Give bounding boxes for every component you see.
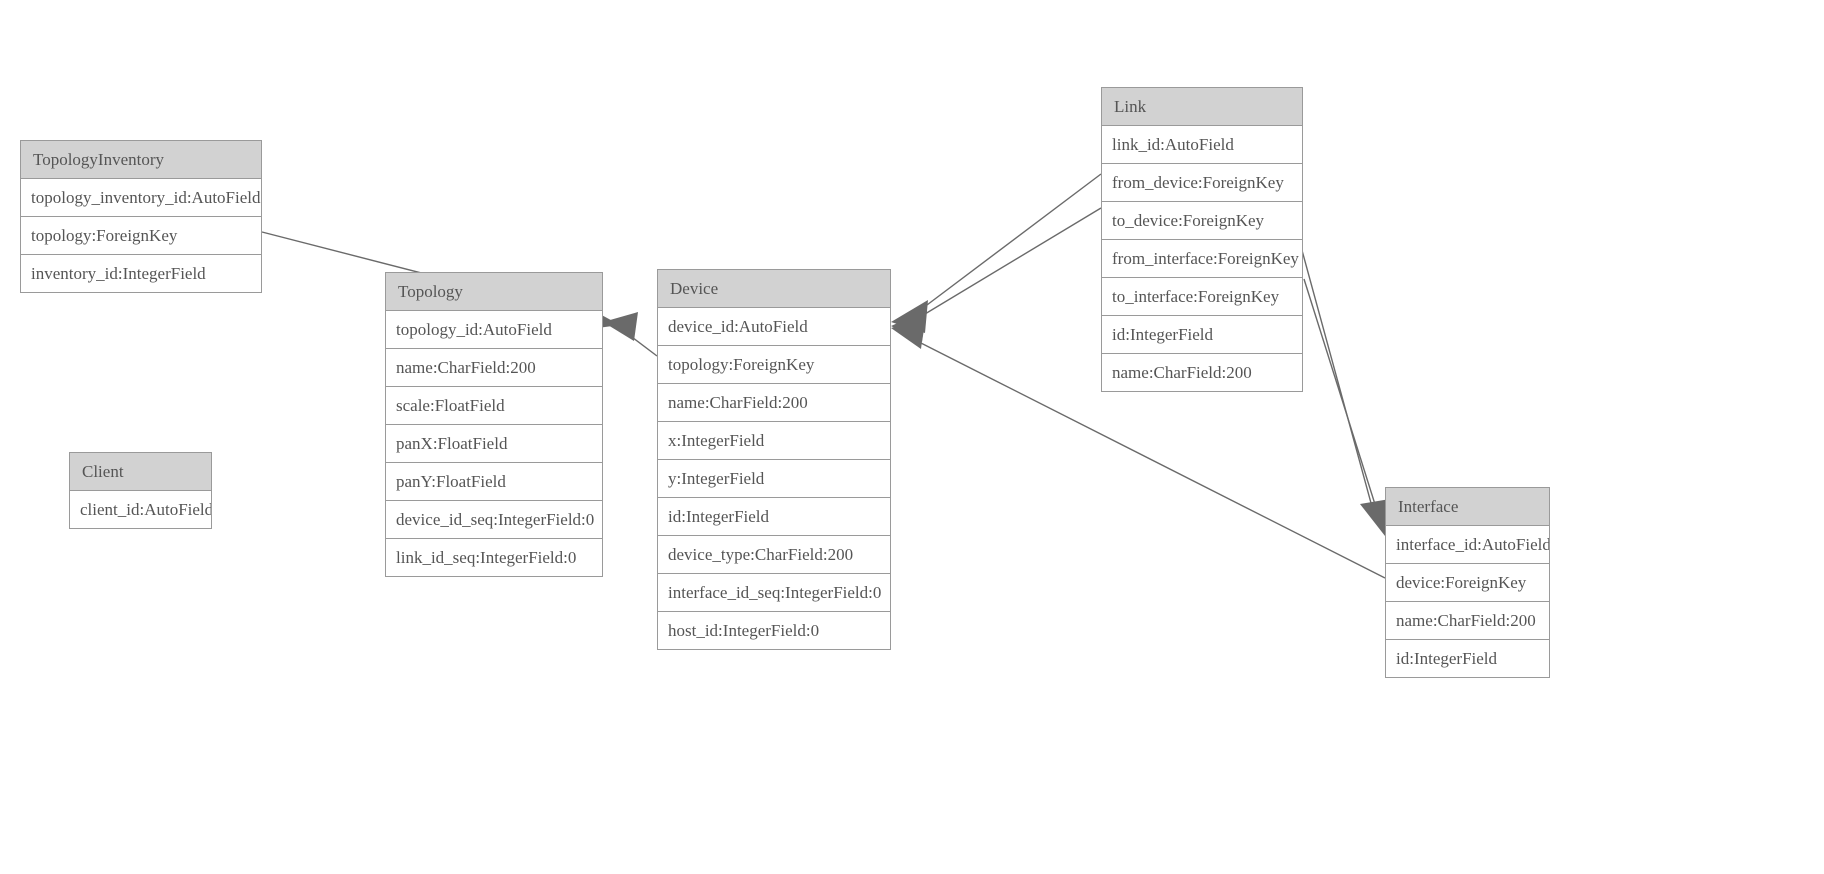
entity-field-row[interactable]: panY:FloatField — [386, 462, 602, 500]
entity-field-row[interactable]: id:IntegerField — [1102, 315, 1302, 353]
entity-field-row[interactable]: id:IntegerField — [1386, 639, 1549, 677]
entity-field-row[interactable]: x:IntegerField — [658, 421, 890, 459]
edge-link-from-interface — [1299, 242, 1375, 515]
entity-field-row[interactable]: device_id:AutoField — [658, 308, 890, 345]
entity-title: Device — [658, 270, 890, 308]
entity-client[interactable]: Client client_id:AutoField — [69, 452, 212, 529]
entity-field-row[interactable]: scale:FloatField — [386, 386, 602, 424]
entity-fields: topology_inventory_id:AutoField topology… — [21, 179, 261, 292]
entity-field-row[interactable]: from_device:ForeignKey — [1102, 163, 1302, 201]
entity-field-row[interactable]: from_interface:ForeignKey — [1102, 239, 1302, 277]
entity-title: Topology — [386, 273, 602, 311]
entity-field-row[interactable]: to_interface:ForeignKey — [1102, 277, 1302, 315]
entity-field-row[interactable]: name:CharField:200 — [1386, 601, 1549, 639]
entity-field-row[interactable]: device:ForeignKey — [1386, 563, 1549, 601]
entity-fields: topology_id:AutoField name:CharField:200… — [386, 311, 602, 576]
entity-field-row[interactable]: link_id:AutoField — [1102, 126, 1302, 163]
entity-field-row[interactable]: name:CharField:200 — [386, 348, 602, 386]
entity-fields: device_id:AutoField topology:ForeignKey … — [658, 308, 890, 649]
entity-field-row[interactable]: topology:ForeignKey — [21, 216, 261, 254]
entity-field-row[interactable]: name:CharField:200 — [658, 383, 890, 421]
entity-field-row[interactable]: id:IntegerField — [658, 497, 890, 535]
entity-field-row[interactable]: topology_inventory_id:AutoField — [21, 179, 261, 216]
entity-title: Interface — [1386, 488, 1549, 526]
entity-title: Client — [70, 453, 211, 491]
entity-fields: interface_id:AutoField device:ForeignKey… — [1386, 526, 1549, 677]
entity-field-row[interactable]: host_id:IntegerField:0 — [658, 611, 890, 649]
edge-device-topology — [603, 312, 658, 357]
edge-link-to-interface — [1303, 278, 1390, 536]
entity-topology-inventory[interactable]: TopologyInventory topology_inventory_id:… — [20, 140, 262, 293]
entity-title: Link — [1102, 88, 1302, 126]
entity-title: TopologyInventory — [21, 141, 261, 179]
entity-field-row[interactable]: inventory_id:IntegerField — [21, 254, 261, 292]
entity-field-row[interactable]: interface_id_seq:IntegerField:0 — [658, 573, 890, 611]
entity-field-row[interactable]: name:CharField:200 — [1102, 353, 1302, 391]
edge-link-from-device — [891, 173, 1102, 333]
entity-fields: link_id:AutoField from_device:ForeignKey… — [1102, 126, 1302, 391]
entity-field-row[interactable]: panX:FloatField — [386, 424, 602, 462]
entity-field-row[interactable]: client_id:AutoField — [70, 491, 211, 528]
entity-fields: client_id:AutoField — [70, 491, 211, 528]
entity-field-row[interactable]: link_id_seq:IntegerField:0 — [386, 538, 602, 576]
entity-topology[interactable]: Topology topology_id:AutoField name:Char… — [385, 272, 603, 577]
entity-field-row[interactable]: topology_id:AutoField — [386, 311, 602, 348]
entity-device[interactable]: Device device_id:AutoField topology:Fore… — [657, 269, 891, 650]
entity-field-row[interactable]: topology:ForeignKey — [658, 345, 890, 383]
entity-link[interactable]: Link link_id:AutoField from_device:Forei… — [1101, 87, 1303, 392]
edge-link-to-device — [891, 207, 1102, 342]
entity-field-row[interactable]: y:IntegerField — [658, 459, 890, 497]
entity-interface[interactable]: Interface interface_id:AutoField device:… — [1385, 487, 1550, 678]
entity-field-row[interactable]: device_id_seq:IntegerField:0 — [386, 500, 602, 538]
entity-field-row[interactable]: interface_id:AutoField — [1386, 526, 1549, 563]
entity-field-row[interactable]: to_device:ForeignKey — [1102, 201, 1302, 239]
entity-field-row[interactable]: device_type:CharField:200 — [658, 535, 890, 573]
